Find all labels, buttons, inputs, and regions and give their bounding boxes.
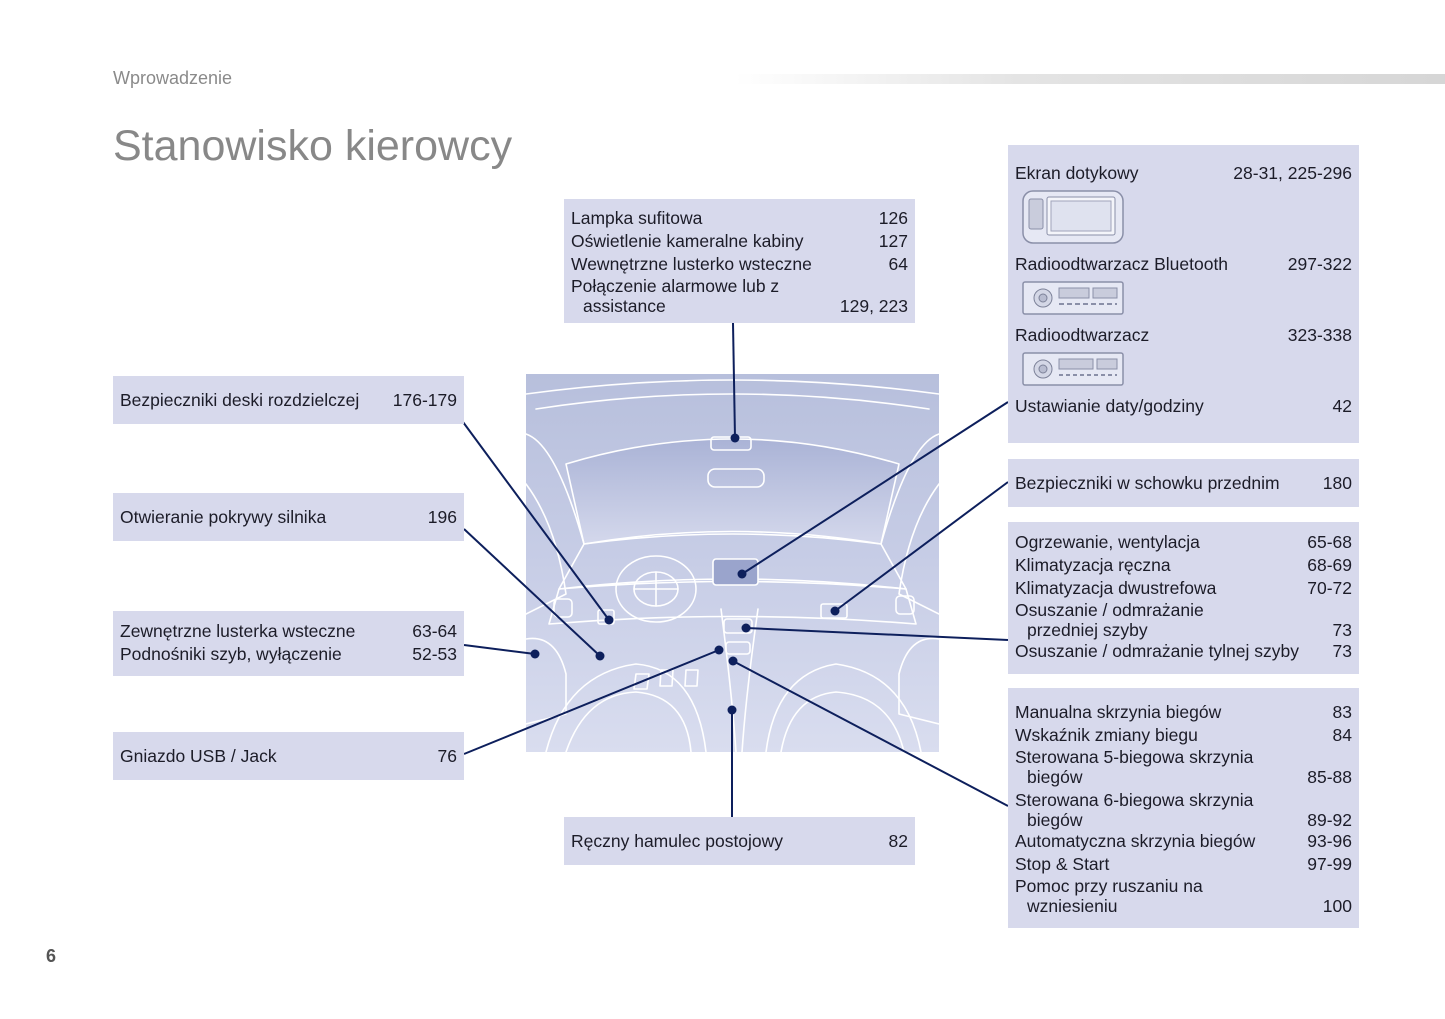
list-item: Połączenie alarmowe lub z: [571, 276, 780, 296]
radio-icon: [1022, 352, 1124, 386]
header-rule: [735, 74, 1445, 84]
list-item: Pomoc przy ruszaniu na: [1015, 876, 1203, 896]
touchscreen-icon: [1022, 190, 1124, 244]
cockpit-illustration: [526, 374, 939, 752]
page-title: Stanowisko kierowcy: [113, 122, 513, 170]
mirrors-line: [463, 644, 536, 655]
list-item: Sterowana 6-biegowa skrzynia: [1015, 790, 1254, 810]
page-number: 6: [46, 946, 57, 966]
list-item: Sterowana 5-biegowa skrzynia: [1015, 747, 1254, 767]
list-item: Osuszanie / odmrażanie: [1015, 600, 1204, 620]
section-header: Wprowadzenie: [113, 68, 233, 88]
bluetooth-radio-icon: [1022, 281, 1124, 315]
